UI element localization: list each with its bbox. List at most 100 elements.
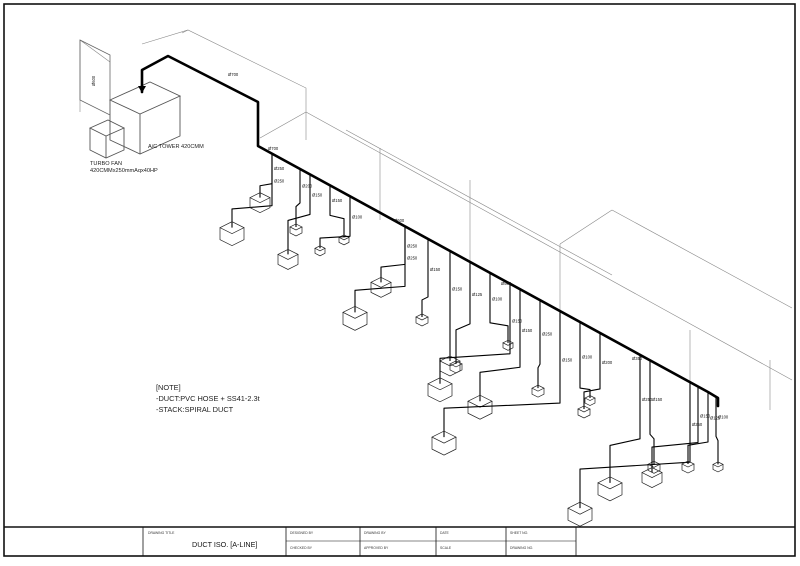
hood-body — [431, 437, 457, 456]
date-label: DATE — [440, 531, 450, 535]
hood-body — [289, 226, 303, 237]
branch-duct: Ø150 — [641, 386, 711, 488]
branch-diameter-label: Ø100 — [352, 214, 363, 219]
main-duct — [140, 54, 720, 408]
branch-duct: Ø250 — [597, 354, 653, 502]
drawing-border — [3, 3, 796, 557]
hood-body — [567, 508, 593, 527]
approved-by-label: APPROVED BY — [364, 546, 389, 550]
hood-body — [502, 342, 514, 351]
title-block — [4, 526, 795, 556]
hood-body — [712, 464, 724, 473]
branch-diameter-label: Ø250 — [274, 166, 285, 171]
branch-ducts: Ø250Ø250Ø200Ø150Ø150Ø100Ø250Ø250Ø150Ø150… — [219, 153, 729, 527]
hood-body — [597, 482, 623, 502]
main-diameter-label-drop: Ø700 — [268, 146, 279, 151]
branch-diameter-label: Ø250 — [542, 331, 553, 336]
branch-diameter-label: Ø125 — [472, 292, 483, 297]
hood-body — [584, 398, 596, 406]
branch-duct: Ø200 — [577, 332, 613, 419]
branch-diameter-label: Ø150 — [522, 328, 533, 333]
branch-duct: Ø250 — [370, 226, 418, 298]
branch-pipe — [579, 382, 691, 509]
hood-body — [641, 472, 663, 488]
hood-body — [647, 464, 661, 474]
hood-body — [531, 388, 545, 398]
branch-pipe — [421, 238, 429, 317]
branch-pipe — [609, 354, 641, 483]
branch-diameter-label: Ø150 — [452, 287, 463, 292]
branch-pipe — [715, 396, 719, 465]
branch-pipe — [329, 185, 345, 238]
branch-duct: Ø100 — [314, 196, 363, 257]
branch-diameter-label: Ø150 — [332, 198, 343, 203]
branch-diameter-label: Ø250 — [407, 243, 418, 248]
branch-pipe — [489, 272, 509, 343]
hood-body — [249, 197, 271, 214]
hood-body — [681, 464, 695, 474]
branch-duct: Ø150 — [467, 289, 533, 420]
branch-diameter-label: Ø150 — [430, 267, 441, 272]
branch-duct: Ø150 — [329, 185, 350, 246]
branch-pipe — [380, 226, 406, 283]
branch-duct: Ø150 — [431, 311, 573, 456]
branch-pipe — [479, 289, 521, 402]
ac-tower-label: A/C TOWER 420CMM — [148, 144, 204, 150]
hood-body — [219, 227, 245, 247]
hood-body — [314, 248, 326, 257]
drawing-title-label: DRAWING TITLE — [148, 531, 175, 535]
branch-pipe — [259, 153, 273, 198]
turbo-fan-spec: 420CMMx250mmAqx40HP — [90, 168, 158, 174]
hood-body — [370, 282, 392, 298]
branch-diameter-label: Ø250 — [274, 178, 285, 183]
branch-pipe — [439, 283, 511, 384]
branch-pipe — [443, 311, 561, 438]
branch-pipe — [583, 332, 601, 409]
dimension-lines — [79, 29, 793, 420]
hood-body — [577, 408, 591, 419]
drawing-no-label: DRAWING NO. — [510, 546, 533, 550]
branch-pipe — [455, 261, 471, 364]
branch-pipe — [651, 386, 699, 473]
branch-diameter-label: Ø100 — [718, 414, 729, 419]
branch-pipe — [537, 300, 541, 389]
branch-diameter-label: Ø250 — [642, 397, 653, 402]
branch-diameter-label: Ø150 — [700, 413, 711, 418]
turbo-fan-label: TURBO FAN — [90, 161, 122, 167]
hood-body — [467, 401, 493, 420]
main-diameter-label-4: Ø350 — [632, 356, 643, 361]
hood-body — [449, 363, 463, 374]
main-diameter-label-3: Ø500 — [501, 281, 512, 286]
sheet-no-label: SHEET NO. — [510, 531, 528, 535]
branch-duct: Ø150 — [427, 283, 523, 403]
checked-by-label: CHECKED BY — [290, 546, 313, 550]
branch-duct: Ø150 — [415, 238, 441, 327]
branch-duct: Ø150 — [277, 174, 323, 270]
hood-body — [427, 383, 453, 403]
branch-pipe — [231, 153, 273, 228]
branch-duct: Ø125 — [681, 392, 721, 474]
branch-pipe — [354, 226, 406, 313]
main-diameter-label-upper: Ø700 — [228, 72, 239, 77]
branch-pipe — [579, 322, 591, 399]
branch-duct: Ø125 — [449, 261, 483, 374]
note-heading: [NOTE] — [156, 383, 181, 392]
down-arrow-icon — [138, 86, 146, 93]
branch-diameter-label: Ø250 — [407, 255, 418, 260]
main-diameter-label-2: Ø600 — [394, 218, 405, 223]
hood-body — [342, 312, 368, 331]
branch-diameter-label: Ø100 — [582, 354, 593, 359]
hood-body — [277, 254, 299, 270]
scale-label: SCALE — [440, 546, 452, 550]
note-line-2: -STACK:SPIRAL DUCT — [156, 405, 234, 414]
turbo-fan — [88, 119, 126, 159]
branch-diameter-label: Ø100 — [492, 296, 503, 301]
ac-tower — [108, 81, 182, 155]
branch-diameter-label: Ø200 — [302, 184, 313, 189]
branch-diameter-label: Ø200 — [602, 360, 613, 365]
branch-pipe — [295, 168, 301, 227]
hood-body — [415, 316, 429, 327]
branch-duct: Ø250 — [567, 382, 703, 527]
